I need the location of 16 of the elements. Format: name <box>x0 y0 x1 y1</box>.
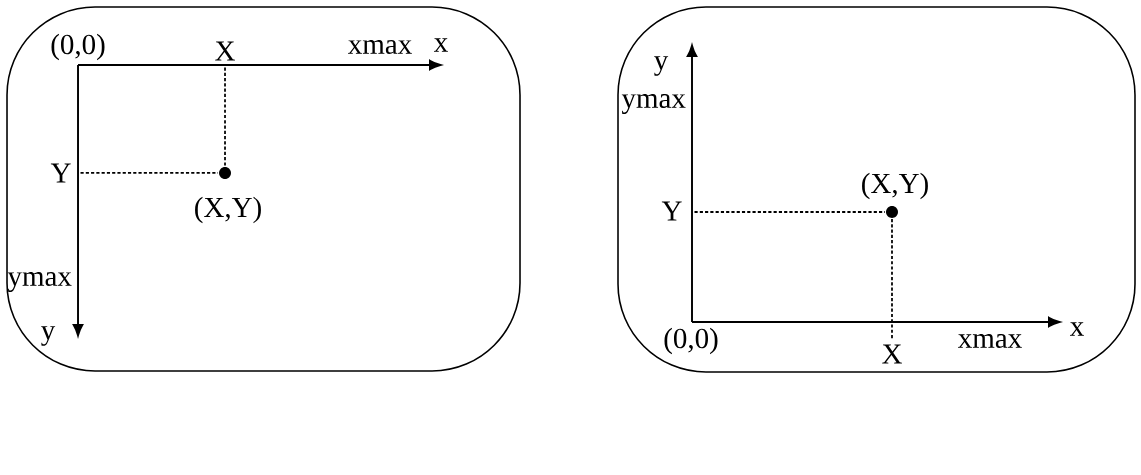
axis-label: x <box>434 38 448 52</box>
tick-label: X <box>882 344 902 364</box>
tick-label: ymax <box>621 94 686 114</box>
tick-label: Y <box>50 163 71 183</box>
tick-label: xmax <box>958 334 1022 348</box>
origin-label: (0,0) <box>51 33 105 61</box>
tick-label: Y <box>661 201 682 221</box>
tick-label: ymax <box>7 272 72 292</box>
origin-label: (0,0) <box>664 327 718 355</box>
tick-label: X <box>215 41 235 61</box>
axis-label: y <box>41 326 56 346</box>
point-label: (X,Y) <box>862 172 928 200</box>
point-label: (X,Y) <box>195 196 261 224</box>
tick-label: xmax <box>348 40 412 54</box>
axis-label: y <box>654 56 669 76</box>
axis-label: x <box>1070 322 1084 336</box>
